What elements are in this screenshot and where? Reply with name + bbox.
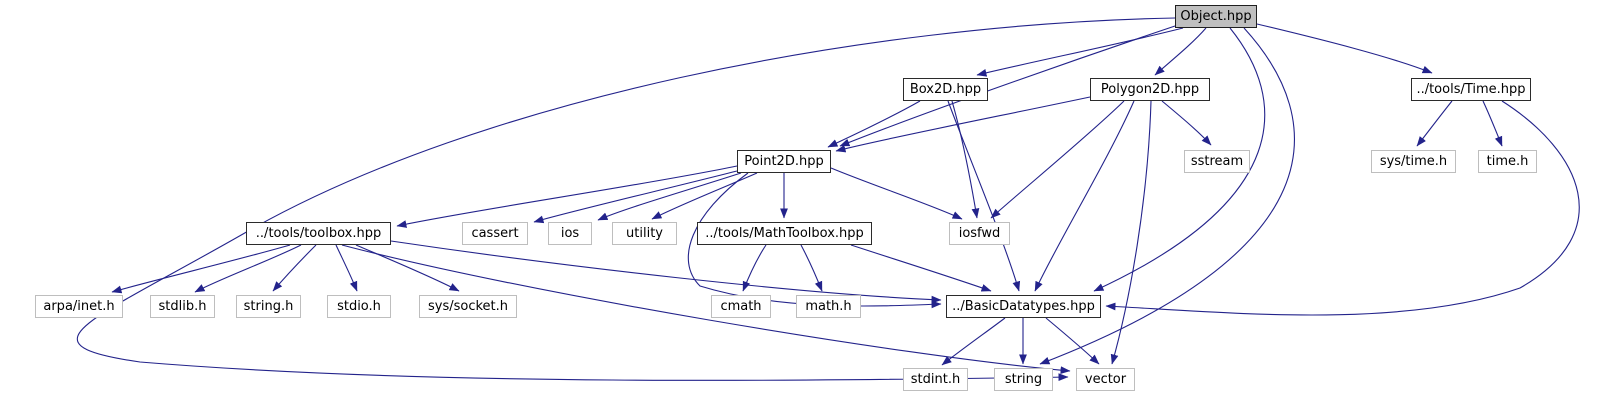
- edge-basicdt-vector: [1045, 317, 1100, 365]
- node-utility: utility: [612, 222, 677, 245]
- edge-mathtoolbox-mathh: [800, 244, 823, 292]
- node-stringh: string.h: [236, 295, 301, 318]
- edge-polygon2d-sstream: [1161, 100, 1212, 146]
- edge-point2d-utility: [651, 172, 758, 220]
- node-cmath: cmath: [711, 295, 771, 318]
- edge-toolbox-arpainet: [111, 244, 291, 294]
- node-string: string: [994, 368, 1053, 391]
- edge-point2d-ios: [597, 172, 742, 221]
- edge-object-polygon2d: [1154, 27, 1207, 76]
- edge-point2d-iosfwd: [830, 167, 963, 220]
- edge-object-box2d: [976, 27, 1184, 77]
- edge-basicdt-stdinth: [941, 317, 1006, 366]
- edge-toolbox-stdioh: [335, 244, 358, 292]
- edge-time-systime: [1416, 100, 1453, 147]
- edge-box2d-point2d: [827, 100, 921, 148]
- edge-box2d-iosfwd: [951, 100, 980, 219]
- node-cassert: cassert: [462, 222, 528, 245]
- edge-polygon2d-point2d: [835, 96, 1091, 153]
- node-mathh: math.h: [796, 295, 861, 318]
- node-timeh: time.h: [1478, 150, 1537, 173]
- edge-point2d-toolbox: [396, 165, 738, 228]
- node-basicdt[interactable]: ../BasicDatatypes.hpp: [946, 295, 1101, 318]
- edge-mathtoolbox-basicdt: [850, 244, 992, 292]
- node-point2d[interactable]: Point2D.hpp: [737, 150, 831, 173]
- edge-toolbox-stdlibh: [194, 244, 302, 293]
- edge-object-basicdt: [1093, 27, 1266, 292]
- node-box2d[interactable]: Box2D.hpp: [903, 78, 988, 101]
- node-syssocket: sys/socket.h: [419, 295, 517, 318]
- edge-polygon2d-iosfwd: [990, 100, 1125, 219]
- node-polygon2d[interactable]: Polygon2D.hpp: [1090, 78, 1210, 101]
- edge-point2d-basicdt: [687, 172, 942, 309]
- node-time[interactable]: ../tools/Time.hpp: [1411, 78, 1531, 101]
- edge-time-basicdt: [1105, 100, 1580, 316]
- edge-toolbox-basicdt: [390, 240, 942, 304]
- node-stdioh: stdio.h: [327, 295, 391, 318]
- edge-box2d-basicdt: [947, 100, 1021, 292]
- edge-time-timeh: [1482, 100, 1503, 147]
- node-mathtoolbox[interactable]: ../tools/MathToolbox.hpp: [697, 222, 872, 245]
- edge-object-vector: [76, 17, 1176, 382]
- node-stdlibh: stdlib.h: [150, 295, 215, 318]
- edge-object-time: [1256, 23, 1433, 74]
- node-toolbox[interactable]: ../tools/toolbox.hpp: [246, 222, 391, 245]
- node-vector: vector: [1076, 368, 1135, 391]
- node-iosfwd: iosfwd: [949, 222, 1010, 245]
- edge-mathtoolbox-cmath: [742, 244, 767, 292]
- edge-object-string: [1039, 27, 1295, 365]
- node-sstream: sstream: [1184, 150, 1250, 173]
- node-stdinth: stdint.h: [903, 368, 968, 391]
- node-systime: sys/time.h: [1371, 150, 1456, 173]
- node-arpainet: arpa/inet.h: [35, 295, 123, 318]
- node-ios: ios: [548, 222, 592, 245]
- edge-object-point2d: [839, 25, 1176, 147]
- edge-toolbox-vector: [341, 244, 1071, 375]
- edge-polygon2d-basicdt: [1034, 100, 1135, 292]
- edge-polygon2d-vector: [1110, 100, 1152, 365]
- edge-toolbox-stringh: [272, 244, 317, 292]
- edge-toolbox-syssocket: [355, 244, 460, 292]
- node-object[interactable]: Object.hpp: [1175, 5, 1257, 28]
- edge-point2d-cassert: [533, 170, 738, 224]
